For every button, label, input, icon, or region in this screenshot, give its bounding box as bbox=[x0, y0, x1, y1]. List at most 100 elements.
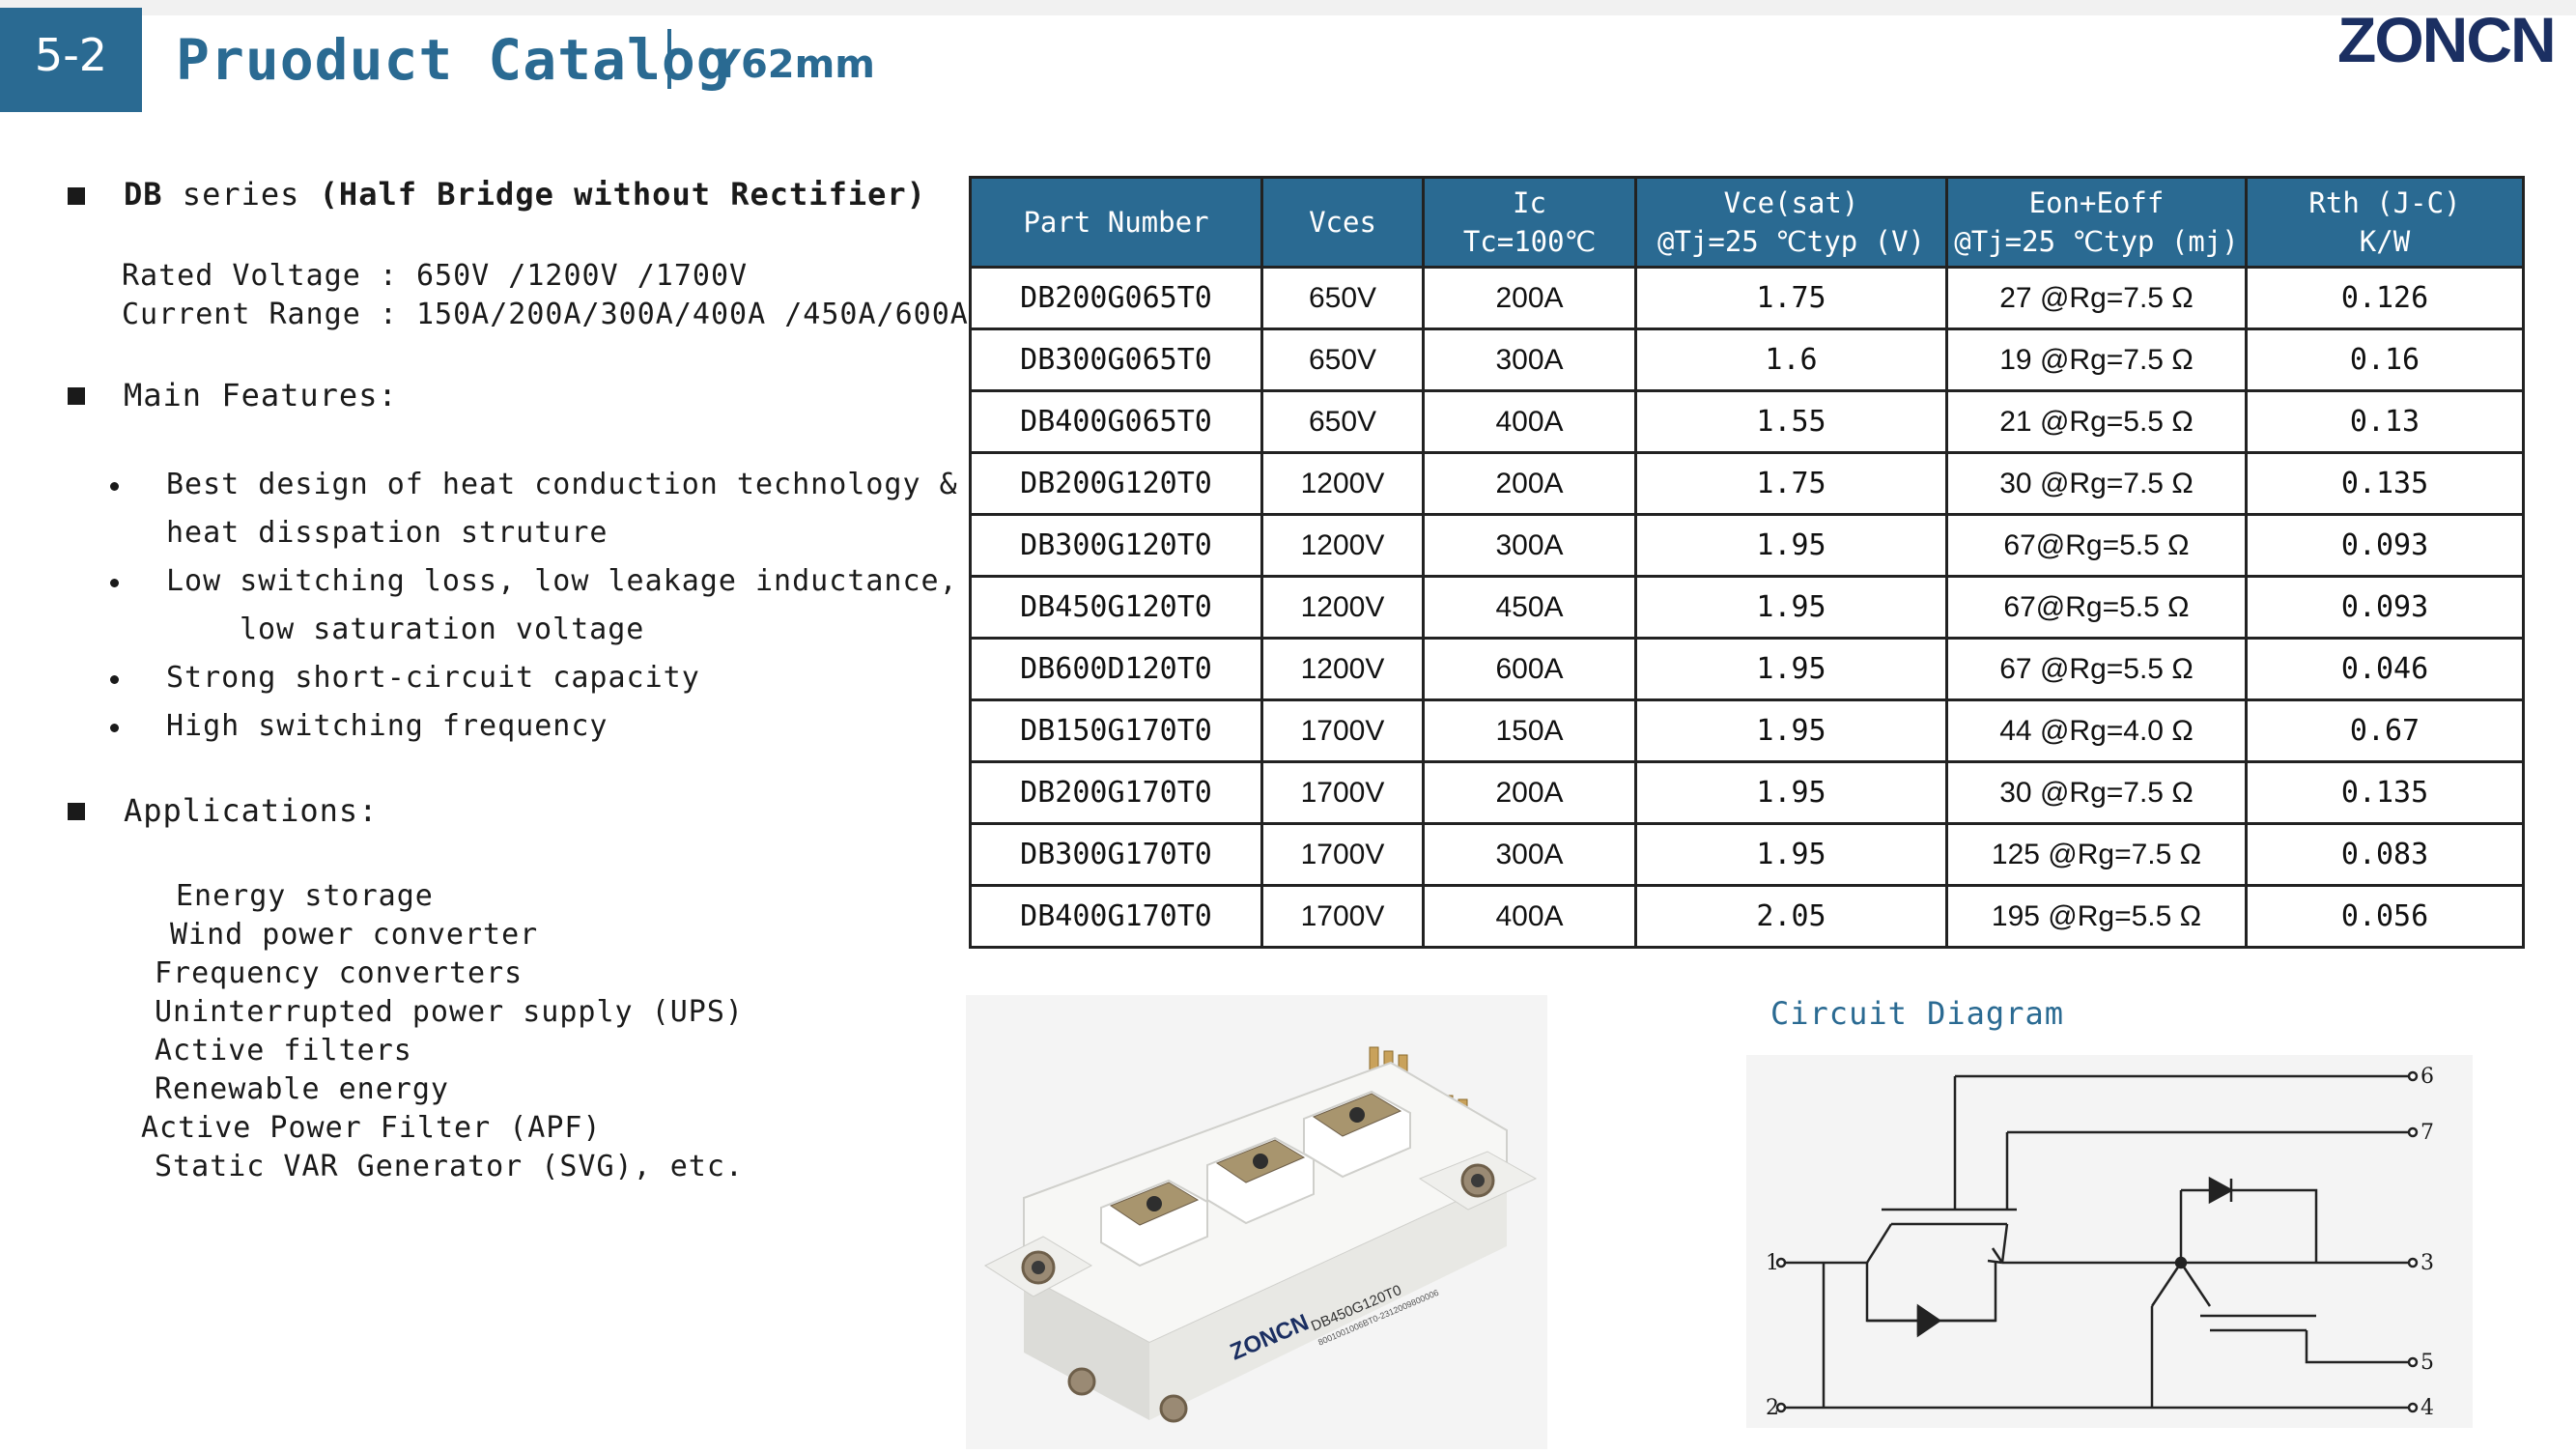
cell-ic: 150A bbox=[1422, 698, 1637, 763]
section-badge-underline bbox=[0, 102, 142, 112]
feature-item: Best design of heat conduction technolog… bbox=[166, 468, 958, 501]
rated-voltage: Rated Voltage : 650V /1200V /1700V bbox=[122, 259, 749, 293]
cell-rth: 0.093 bbox=[2245, 513, 2525, 578]
cell-vce-sat: 1.95 bbox=[1634, 513, 1948, 578]
cell-vces: 1200V bbox=[1260, 637, 1425, 701]
cell-part-number: DB600D120T0 bbox=[969, 637, 1263, 701]
cell-ic: 400A bbox=[1422, 389, 1637, 454]
cell-ic: 400A bbox=[1422, 884, 1637, 949]
page-subtitle: Y62mm bbox=[713, 43, 875, 87]
cell-rth: 0.056 bbox=[2245, 884, 2525, 949]
feature-bullet bbox=[110, 724, 119, 732]
feature-item: heat disspation struture bbox=[166, 516, 609, 550]
cell-part-number: DB200G120T0 bbox=[969, 451, 1263, 516]
cell-rth: 0.093 bbox=[2245, 575, 2525, 640]
cell-vces: 1700V bbox=[1260, 884, 1425, 949]
page-title: Pruoduct Catalog bbox=[176, 27, 731, 93]
cell-vce-sat: 1.55 bbox=[1634, 389, 1948, 454]
cell-vces: 650V bbox=[1260, 389, 1425, 454]
current-range: Current Range : 150A/200A/300A/400A /450… bbox=[122, 298, 969, 331]
col-header-eon-eoff: Eon+Eoff@Tj=25 ℃typ (mj) bbox=[1945, 176, 2248, 269]
cell-eon-eoff: 19 @Rg=7.5 Ω bbox=[1945, 328, 2248, 392]
cell-ic: 300A bbox=[1422, 513, 1637, 578]
terminal-label-3: 3 bbox=[2420, 1251, 2434, 1275]
cell-eon-eoff: 67@Rg=5.5 Ω bbox=[1945, 575, 2248, 640]
cell-vce-sat: 1.95 bbox=[1634, 822, 1948, 887]
feature-bullet bbox=[110, 482, 119, 491]
circuit-diagram-title: Circuit Diagram bbox=[1770, 995, 2064, 1032]
cell-eon-eoff: 44 @Rg=4.0 Ω bbox=[1945, 698, 2248, 763]
cell-eon-eoff: 67 @Rg=5.5 Ω bbox=[1945, 637, 2248, 701]
cell-eon-eoff: 195 @Rg=5.5 Ω bbox=[1945, 884, 2248, 949]
col-header-vces: Vces bbox=[1260, 176, 1425, 269]
cell-ic: 300A bbox=[1422, 822, 1637, 887]
title-divider bbox=[667, 29, 671, 89]
top-band bbox=[0, 0, 2576, 15]
terminal-label-1: 1 bbox=[1766, 1251, 1779, 1275]
cell-rth: 0.126 bbox=[2245, 266, 2525, 330]
feature-item: Low switching loss, low leakage inductan… bbox=[166, 564, 958, 598]
cell-vces: 1700V bbox=[1260, 822, 1425, 887]
applications-heading: Applications: bbox=[124, 792, 379, 829]
application-item: Active Power Filter (APF) bbox=[141, 1111, 602, 1145]
cell-rth: 0.083 bbox=[2245, 822, 2525, 887]
cell-vces: 1700V bbox=[1260, 698, 1425, 763]
application-item: Static VAR Generator (SVG), etc. bbox=[155, 1150, 744, 1183]
cell-rth: 0.13 bbox=[2245, 389, 2525, 454]
application-item: Wind power converter bbox=[170, 918, 539, 952]
features-bullet-square bbox=[68, 387, 85, 405]
product-photo: ZONCN DB450G120T0 8001001006BT0-23120098… bbox=[966, 995, 1547, 1449]
col-header-rth: Rth (J-C)K/W bbox=[2245, 176, 2525, 269]
cell-ic: 450A bbox=[1422, 575, 1637, 640]
cell-vces: 1200V bbox=[1260, 451, 1425, 516]
terminal-towers bbox=[1100, 1090, 1411, 1268]
cell-part-number: DB400G065T0 bbox=[969, 389, 1263, 454]
application-item: Energy storage bbox=[176, 879, 434, 913]
cell-vces: 650V bbox=[1260, 266, 1425, 330]
series-word: series bbox=[162, 176, 320, 213]
cell-eon-eoff: 67@Rg=5.5 Ω bbox=[1945, 513, 2248, 578]
feature-bullet bbox=[110, 579, 119, 587]
series-description: (Half Bridge without Rectifier) bbox=[319, 176, 926, 213]
cell-rth: 0.046 bbox=[2245, 637, 2525, 701]
series-bullet-square bbox=[68, 187, 85, 205]
application-item: Renewable energy bbox=[155, 1072, 449, 1106]
section-number-badge: 5-2 bbox=[0, 8, 142, 102]
cell-ic: 200A bbox=[1422, 760, 1637, 825]
igbt-module-illustration: ZONCN DB450G120T0 8001001006BT0-23120098… bbox=[983, 1046, 1538, 1423]
terminal-label-7: 7 bbox=[2420, 1121, 2434, 1145]
cell-vces: 1700V bbox=[1260, 760, 1425, 825]
circuit-schematic bbox=[1775, 1070, 2419, 1413]
section-number: 5-2 bbox=[34, 29, 108, 81]
brand-logo: ZONCN bbox=[2337, 4, 2557, 75]
cell-vce-sat: 1.75 bbox=[1634, 266, 1948, 330]
series-heading: DB series (Half Bridge without Rectifier… bbox=[124, 176, 926, 213]
feature-item: Strong short-circuit capacity bbox=[166, 661, 700, 695]
cell-rth: 0.67 bbox=[2245, 698, 2525, 763]
cell-vce-sat: 1.95 bbox=[1634, 760, 1948, 825]
cell-ic: 300A bbox=[1422, 328, 1637, 392]
circuit-diagram: 6 7 3 5 4 1 2 bbox=[1746, 1055, 2473, 1428]
cell-vce-sat: 1.95 bbox=[1634, 637, 1948, 701]
cell-eon-eoff: 125 @Rg=7.5 Ω bbox=[1945, 822, 2248, 887]
cell-vces: 1200V bbox=[1260, 513, 1425, 578]
series-prefix: DB bbox=[124, 176, 163, 213]
cell-vces: 1200V bbox=[1260, 575, 1425, 640]
cell-part-number: DB450G120T0 bbox=[969, 575, 1263, 640]
feature-bullet bbox=[110, 675, 119, 684]
cell-vce-sat: 1.95 bbox=[1634, 575, 1948, 640]
cell-rth: 0.135 bbox=[2245, 760, 2525, 825]
cell-eon-eoff: 21 @Rg=5.5 Ω bbox=[1945, 389, 2248, 454]
cell-rth: 0.135 bbox=[2245, 451, 2525, 516]
cell-part-number: DB300G170T0 bbox=[969, 822, 1263, 887]
cell-ic: 200A bbox=[1422, 451, 1637, 516]
